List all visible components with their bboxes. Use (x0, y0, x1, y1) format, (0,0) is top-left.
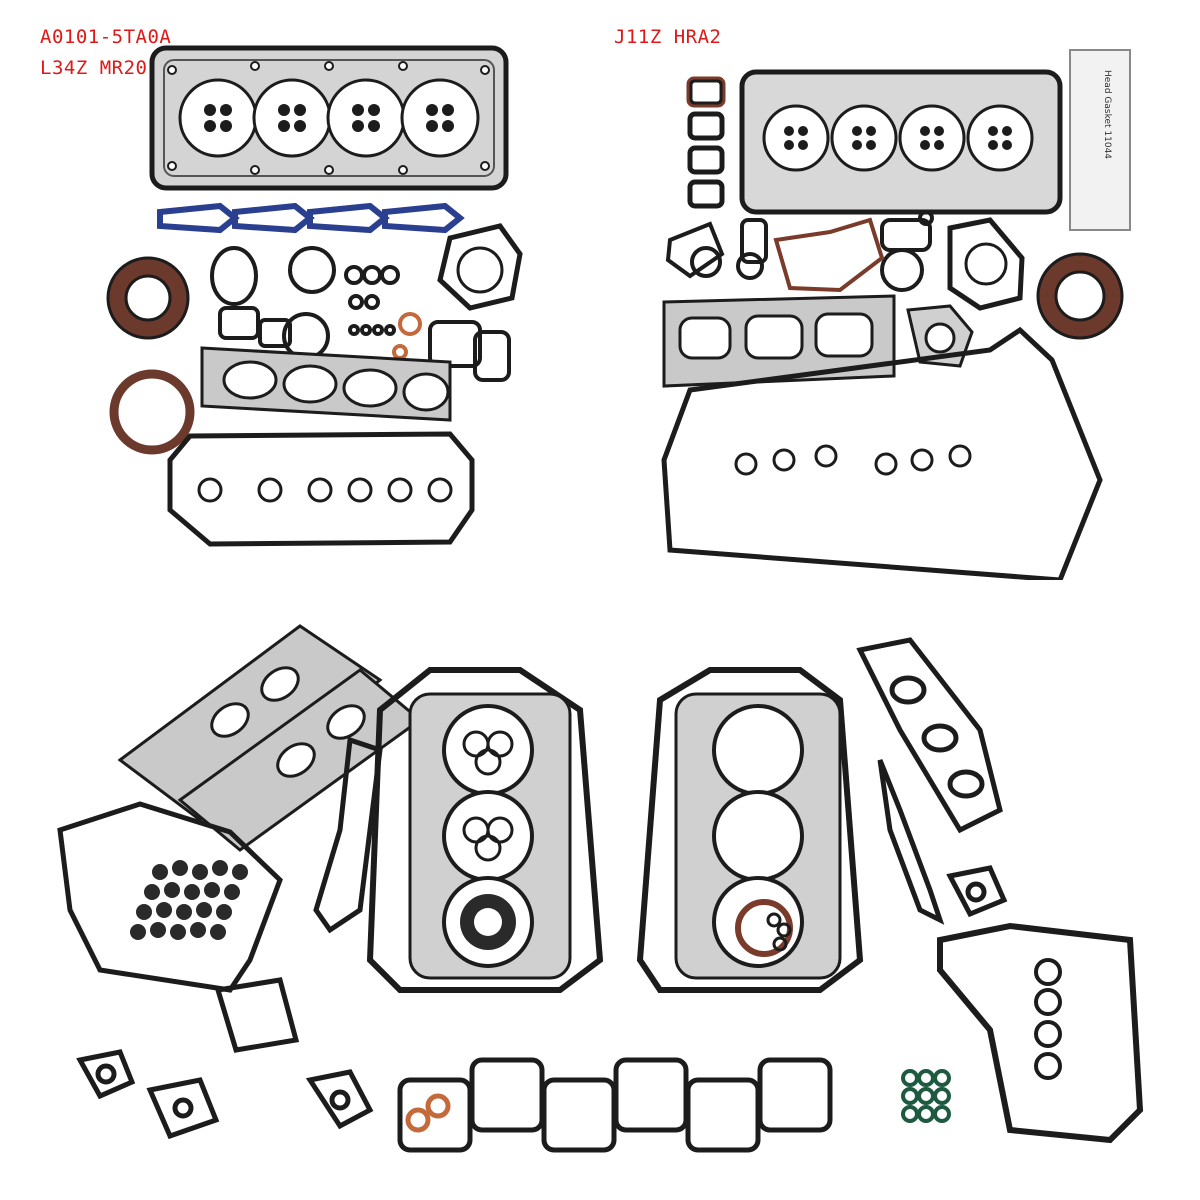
kit-2-brown-seal-edges (686, 76, 726, 108)
kit-3-thermostat-gasket (946, 865, 1008, 918)
kit-1-o-rings (210, 246, 400, 360)
kit-1-copper-washers (392, 312, 422, 360)
gasket-kit-1-photo (100, 40, 560, 560)
kit-1-crankshaft-seals (106, 256, 195, 455)
kit-3-cylinder-head-gasket-left (366, 667, 604, 993)
kit-3-timing-cover-gasket-left (57, 801, 283, 993)
kit-1-cylinder-head-gasket (149, 45, 509, 191)
kit-2-brown-oil-pan-gaskets (773, 217, 885, 293)
kit-1-exhaust-manifold-gasket (200, 346, 452, 422)
kit-2-crankshaft-seal (1036, 252, 1124, 340)
kit-2-water-pump-gasket (947, 217, 1025, 311)
kit-3-exhaust-manifold-gaskets-left (117, 624, 423, 852)
kit-3-cylinder-head-gasket-right (636, 667, 864, 993)
kit-1-timing-cover-gasket (437, 223, 523, 311)
kit-1-engine-code-label: L34Z MR20 (40, 57, 148, 79)
kit-3-exhaust-manifold-gaskets-right (856, 637, 1003, 834)
kit-2-valve-cover-gasket (661, 326, 1103, 580)
kit-1-water-outlet-gaskets (218, 306, 511, 382)
kit-3-copper-washers (405, 1093, 451, 1133)
gasket-kit-2-photo: Head Gasket 11044 (650, 40, 1150, 580)
kit-2-cylinder-head-gasket (739, 69, 1063, 215)
kit-3-rear-cover-gasket (937, 922, 1144, 1144)
kit-1-valve-cover-gasket (167, 431, 475, 547)
kit-1-part-number-label: A0101-5TA0A (40, 26, 172, 48)
gasket-kit-3-photo (40, 610, 1170, 1170)
kit-2-packaging-box: Head Gasket 11044 (1069, 49, 1131, 231)
kit-2-oil-filter-bracket-gaskets (665, 210, 934, 292)
kit-3-valve-stem-seals (130, 860, 248, 940)
kit-2-engine-code-label: J11Z HRA2 (614, 26, 722, 48)
box-label-text: Head Gasket 11044 (1102, 70, 1112, 159)
kit-1-intake-manifold-gasket (157, 202, 465, 234)
kit-2-intake-port-seals (687, 77, 725, 209)
kit-2-exhaust-manifold-gasket (662, 294, 974, 388)
kit-3-intake-plenum-gasket (397, 1057, 833, 1153)
kit-3-green-o-rings (901, 1069, 951, 1123)
kit-3-tube-gasket-right (877, 759, 945, 925)
kit-3-misc-small-gaskets (76, 977, 374, 1140)
